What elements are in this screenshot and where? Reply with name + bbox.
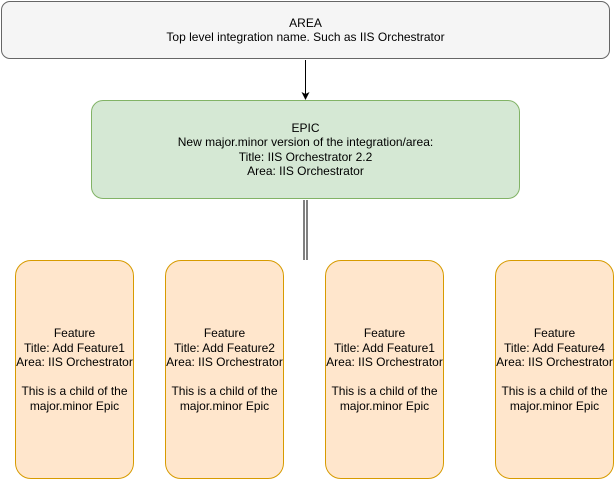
feature-note: This is a child of the major.minor Epic bbox=[21, 384, 128, 413]
epic-title: EPIC bbox=[291, 120, 320, 135]
feature-title: Title: Add Feature1 bbox=[24, 340, 125, 355]
epic-node[interactable]: EPIC New major.minor version of the inte… bbox=[91, 100, 520, 199]
feature-area: Area: IIS Orchestrator bbox=[16, 355, 133, 369]
area-subtitle: Top level integration name. Such as IIS … bbox=[166, 30, 445, 44]
epic-title-field: Title: IIS Orchestrator 2.2 bbox=[238, 149, 373, 164]
feature-note: This is a child of the major.minor Epic bbox=[501, 384, 608, 413]
feature-heading: Feature bbox=[203, 326, 246, 340]
feature-title: Title: Add Feature4 bbox=[504, 340, 605, 355]
area-title: AREA bbox=[289, 15, 322, 30]
feature-node-1[interactable]: Feature Title: Add Feature1 Area: IIS Or… bbox=[15, 260, 134, 479]
epic-description: New major.minor version of the integrati… bbox=[177, 135, 434, 149]
feature-heading: Feature bbox=[363, 326, 406, 340]
feature-node-3[interactable]: Feature Title: Add Feature1 Area: IIS Or… bbox=[325, 260, 444, 479]
feature-node-4[interactable]: Feature Title: Add Feature4 Area: IIS Or… bbox=[495, 260, 614, 479]
feature-title: Title: Add Feature2 bbox=[174, 340, 275, 355]
feature-note: This is a child of the major.minor Epic bbox=[331, 384, 438, 413]
area-node[interactable]: AREA Top level integration name. Such as… bbox=[1, 1, 610, 59]
feature-area: Area: IIS Orchestrator bbox=[326, 355, 443, 369]
feature-title: Title: Add Feature1 bbox=[334, 340, 435, 355]
feature-heading: Feature bbox=[533, 326, 576, 340]
epic-area-field: Area: IIS Orchestrator bbox=[247, 164, 364, 178]
feature-area: Area: IIS Orchestrator bbox=[496, 355, 613, 369]
feature-note: This is a child of the major.minor Epic bbox=[171, 384, 278, 413]
feature-heading: Feature bbox=[53, 326, 96, 340]
feature-node-2[interactable]: Feature Title: Add Feature2 Area: IIS Or… bbox=[165, 260, 284, 479]
feature-area: Area: IIS Orchestrator bbox=[166, 355, 283, 369]
